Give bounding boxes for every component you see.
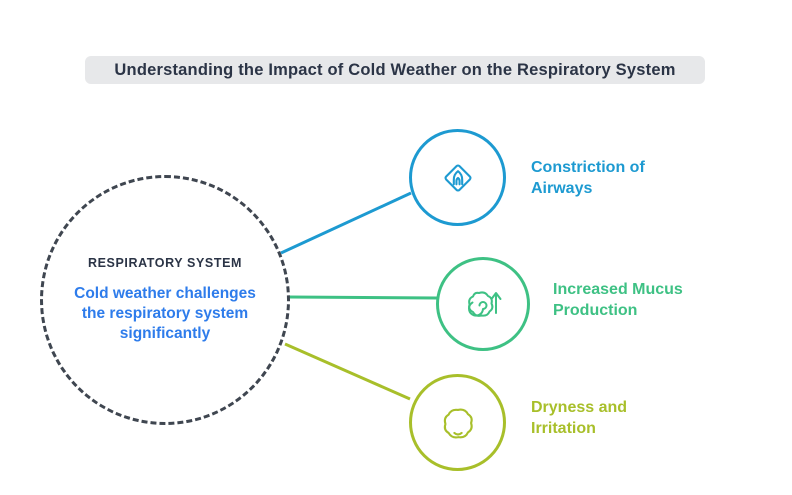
node-label-constriction: Constriction of Airways <box>531 159 645 198</box>
mucus-swirl-arrow-up-icon <box>459 280 507 328</box>
dry-irritated-blob-icon <box>435 400 481 446</box>
node-circle-constriction <box>409 129 506 226</box>
connector-line-constriction <box>280 191 412 255</box>
node-label-mucus: Increased Mucus Production <box>553 281 683 320</box>
title-band: Understanding the Impact of Cold Weather… <box>85 56 705 84</box>
connector-line-mucus <box>288 295 438 300</box>
node-circle-mucus <box>436 257 530 351</box>
central-topic-heading: RESPIRATORY SYSTEM <box>87 256 243 271</box>
central-topic-description: Cold weather challenges the respiratory … <box>74 285 256 342</box>
node-label-dryness: Dryness and Irritation <box>531 399 628 438</box>
central-topic-circle: RESPIRATORY SYSTEM Cold weather challeng… <box>40 175 290 425</box>
node-circle-dryness <box>409 374 506 471</box>
page-title: Understanding the Impact of Cold Weather… <box>114 60 676 79</box>
airway-constriction-diamond-icon <box>435 155 481 201</box>
connector-line-dryness <box>284 342 411 401</box>
